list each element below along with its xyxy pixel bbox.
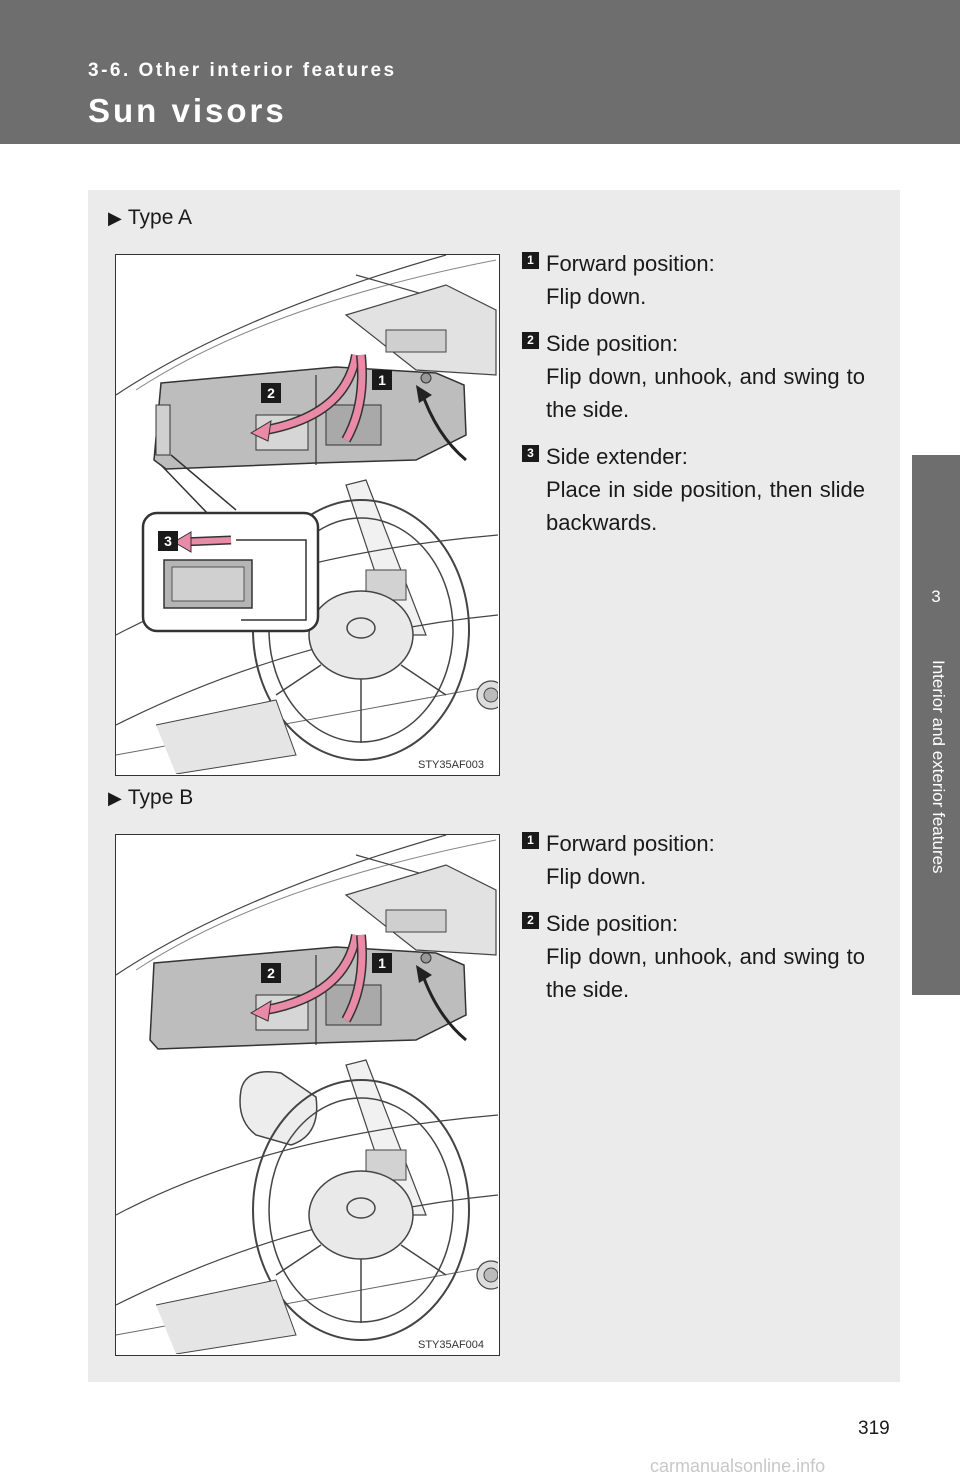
step-number-badge: 2 <box>522 332 539 349</box>
chapter-tab[interactable]: 3 Interior and exterior features <box>912 455 960 995</box>
type-a-heading: ▶Type A <box>108 206 193 229</box>
callout-badge-3 <box>158 531 178 551</box>
type-b-illustration: 2 1 STY35AF004 <box>115 834 500 1356</box>
step-item: 3 Side extender: Place in side position,… <box>522 440 865 539</box>
section-heading: 3-6. Other interior features <box>88 60 397 81</box>
callout-label: 3 <box>164 533 172 549</box>
type-b-heading: ▶Type B <box>108 786 194 809</box>
page-title: Sun visors <box>88 92 287 129</box>
step-description: Flip down. <box>546 864 647 889</box>
callout-badge-2 <box>261 963 281 983</box>
step-number-badge: 2 <box>522 912 539 929</box>
step-item: 2 Side position: Flip down, unhook, and … <box>522 907 865 1006</box>
step-description: Place in side position, then slide backw… <box>546 477 865 535</box>
step-number-badge: 3 <box>522 445 539 462</box>
step-title: Side position: <box>546 331 679 356</box>
type-a-illustration: 2 1 3 STY35AF003 <box>115 254 500 776</box>
triangle-bullet-icon: ▶ <box>108 208 122 228</box>
triangle-bullet-icon: ▶ <box>108 788 122 808</box>
step-title: Side extender: <box>546 444 688 469</box>
callout-badge-1 <box>372 953 392 973</box>
type-a-diagram: 2 1 3 <box>116 255 498 774</box>
type-b-steps: 1 Forward position: Flip down. 2 Side po… <box>522 827 865 1020</box>
callout-label: 2 <box>267 385 275 401</box>
callout-badge-1 <box>372 370 392 390</box>
step-item: 2 Side position: Flip down, unhook, and … <box>522 327 865 426</box>
figure-code: STY35AF004 <box>418 1339 485 1351</box>
step-item: 1 Forward position: Flip down. <box>522 827 865 893</box>
callout-label: 2 <box>267 965 275 981</box>
step-title: Forward position: <box>546 251 715 276</box>
step-number-badge: 1 <box>522 252 539 269</box>
type-b-diagram: 2 1 <box>116 835 498 1354</box>
chapter-number: 3 <box>931 587 941 606</box>
step-item: 1 Forward position: Flip down. <box>522 247 865 313</box>
type-a-steps: 1 Forward position: Flip down. 2 Side po… <box>522 247 865 553</box>
step-description: Flip down. <box>546 284 647 309</box>
callout-label: 1 <box>378 955 386 971</box>
step-title: Side position: <box>546 911 679 936</box>
step-title: Forward position: <box>546 831 715 856</box>
callout-badge-2 <box>261 383 281 403</box>
page-number: 319 <box>858 1418 890 1439</box>
chapter-title: Interior and exterior features <box>929 660 948 874</box>
step-number-badge: 1 <box>522 832 539 849</box>
page-header: 3-6. Other interior features Sun visors <box>0 0 960 144</box>
watermark-text: carmanualsonline.info <box>650 1456 826 1476</box>
step-description: Flip down, unhook, and swing to the side… <box>546 364 865 422</box>
step-description: Flip down, unhook, and swing to the side… <box>546 944 865 1002</box>
figure-code: STY35AF003 <box>418 759 485 771</box>
callout-label: 1 <box>378 372 386 388</box>
